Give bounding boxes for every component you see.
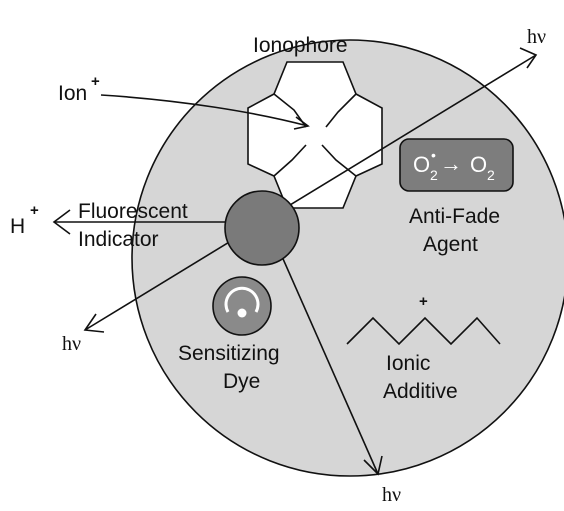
ionic-label-line2: Additive [383, 380, 458, 403]
ion-label: Ion [58, 82, 87, 105]
ionophore-inner-arm-4 [273, 144, 307, 177]
ionic-additive-chain [346, 316, 501, 346]
anti-fade-reactant-sub: 2 [430, 167, 438, 183]
hv-top-right-arrow-head [519, 47, 538, 69]
sensitizing-dye-dot-icon [237, 308, 247, 318]
fluorescent-indicator-circle [224, 190, 300, 266]
hv-left-arrow-head [83, 313, 105, 333]
sensitizing-label-line1: Sensitizing [178, 342, 280, 365]
hv-left-label: hν [62, 333, 81, 355]
ionic-label-line1: Ionic [386, 352, 430, 375]
anti-fade-box [399, 138, 514, 192]
ionophore-inner-arm-2 [325, 93, 357, 128]
sensitizing-dye-circle [212, 276, 272, 336]
ionophore-inner-arm-3 [321, 144, 357, 177]
anti-fade-reactant: O [413, 152, 430, 177]
fluorescent-label: Fluorescent [78, 200, 188, 223]
hv-bottom-label: hν [382, 484, 401, 506]
anti-fade-arrow: → [440, 151, 462, 176]
sensitizing-dye-arc-icon [224, 286, 260, 313]
light-ray-bottom [279, 251, 379, 475]
hv-bottom-arrow-head [363, 455, 383, 476]
hv-top-right-label: hν [527, 26, 546, 48]
anti-fade-radical-dot: • [431, 147, 436, 163]
light-ray-diagonal [84, 54, 537, 331]
anti-fade-label-line1: Anti-Fade [409, 205, 500, 228]
ionophore-label: Ionophore [253, 34, 348, 57]
proton-arrow-head [52, 209, 71, 235]
anti-fade-product-sub: 2 [487, 167, 495, 183]
anti-fade-product: O [470, 152, 487, 177]
ion-arrow [100, 94, 309, 127]
ion-arrow-head [293, 116, 310, 130]
sensitizing-label-line2: Dye [223, 370, 260, 393]
ion-charge: + [91, 73, 100, 90]
indicator-label: Indicator [78, 228, 159, 251]
proton-charge: + [30, 202, 39, 219]
ionic-charge: + [419, 293, 428, 310]
proton-label: H [10, 215, 25, 238]
anti-fade-label-line2: Agent [423, 233, 478, 256]
